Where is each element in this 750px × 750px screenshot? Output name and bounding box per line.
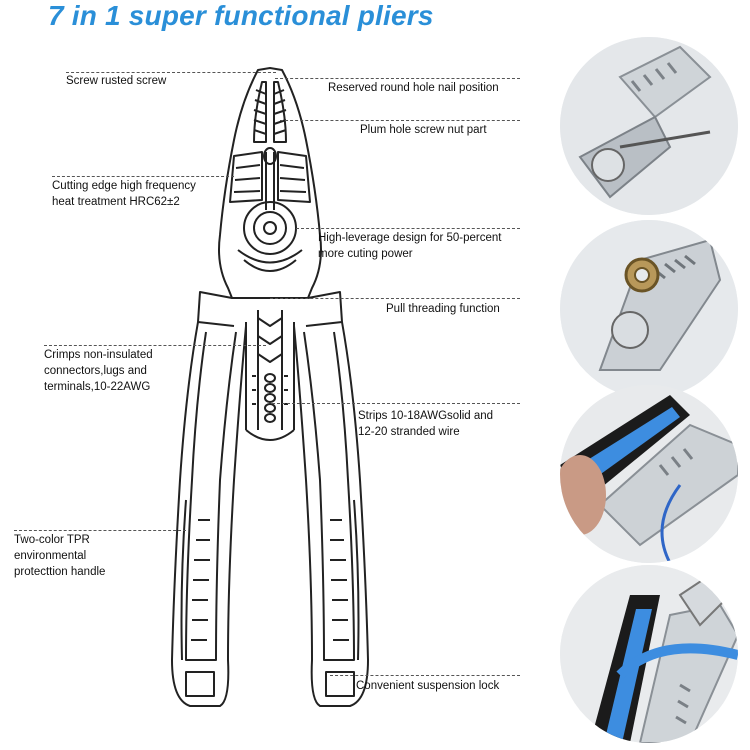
label-crimps-line-3: terminals,10-22AWG: [44, 381, 151, 393]
leader-leverage: [296, 228, 520, 229]
label-crimps-line-1: Crimps non-insulated: [44, 349, 153, 361]
label-crimps: Crimps non-insulated connectors,lugs and…: [44, 347, 153, 395]
label-cutting-edge: Cutting edge high frequency heat treatme…: [52, 178, 196, 210]
label-strips: Strips 10-18AWGsolid and 12-20 stranded …: [358, 408, 493, 440]
leader-strips: [272, 403, 520, 404]
label-screw: Screw rusted screw: [66, 75, 167, 87]
leader-crimps: [44, 345, 266, 346]
label-threading: Pull threading function: [386, 303, 500, 315]
label-leverage: High-leverage design for 50-percent more…: [318, 230, 501, 262]
label-strips-line-2: 12-20 stranded wire: [358, 426, 460, 438]
leader-round-hole: [275, 78, 520, 79]
leader-threading: [270, 298, 520, 299]
photo-crimp: [560, 565, 738, 743]
label-cutting-edge-line-1: Cutting edge high frequency: [52, 180, 196, 192]
label-handle-line-2: environmental: [14, 550, 87, 562]
photo-nut-part: [560, 220, 738, 398]
pliers-illustration: [171, 67, 369, 707]
label-crimps-line-2: connectors,lugs and: [44, 365, 147, 377]
label-lock: Convenient suspension lock: [356, 680, 500, 692]
leader-screw: [66, 72, 276, 73]
photo-wire-strip: [560, 385, 738, 563]
label-round-hole: Reserved round hole nail position: [328, 82, 499, 94]
leader-lock: [330, 675, 520, 676]
label-handle: Two-color TPR environmental protecttion …: [14, 532, 105, 580]
leader-cutting-edge: [52, 176, 234, 177]
page-title: 7 in 1 super functional pliers: [48, 0, 434, 31]
label-handle-line-3: protecttion handle: [14, 566, 106, 578]
label-handle-line-1: Two-color TPR: [14, 534, 90, 546]
label-cutting-edge-line-2: heat treatment HRC62±2: [52, 196, 180, 208]
label-leverage-line-1: High-leverage design for 50-percent: [318, 232, 502, 244]
label-plum-hole: Plum hole screw nut part: [360, 124, 487, 136]
photo-nail-position: [560, 37, 738, 215]
leader-plum-hole: [280, 120, 520, 121]
label-leverage-line-2: more cuting power: [318, 248, 413, 260]
leader-handle: [14, 530, 186, 531]
label-strips-line-1: Strips 10-18AWGsolid and: [358, 410, 494, 422]
